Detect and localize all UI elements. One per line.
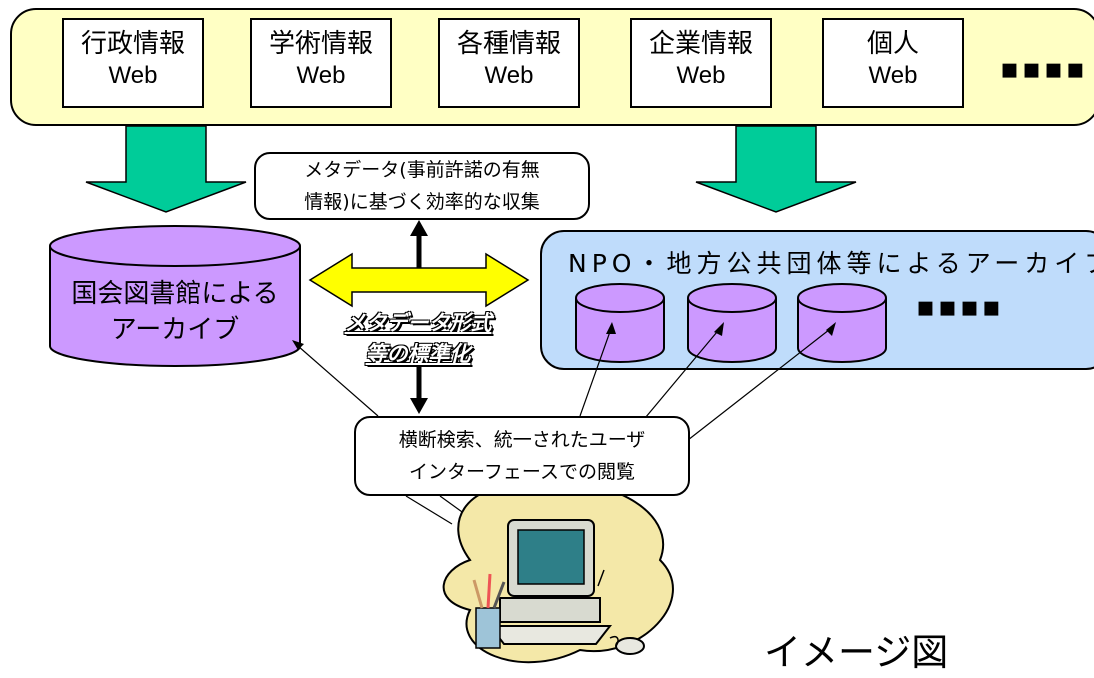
npo-archive-cylinder-1 — [575, 283, 665, 363]
metadata-callout-line2: 情報)に基づく効率的な収集 — [304, 191, 540, 213]
source-sub: Web — [108, 62, 158, 89]
more-sources-ellipsis: ▪▪▪▪ — [1000, 52, 1088, 85]
standardization-label: メタデータ形式 等の標準化 — [320, 308, 516, 370]
standardization-double-arrow — [308, 252, 530, 308]
search-callout-line2: インターフェースでの閲覧 — [409, 461, 635, 483]
ndl-archive-cylinder — [49, 225, 301, 367]
source-box-government: 行政情報 Web — [62, 18, 204, 108]
search-down-arrow — [410, 366, 428, 414]
metadata-collection-callout: メタデータ(事前許諾の有無 情報)に基づく効率的な収集 — [254, 152, 590, 220]
source-sub: Web — [676, 62, 726, 89]
npo-archive-cylinder-2 — [687, 283, 777, 363]
npo-archive-cylinder-3 — [797, 283, 887, 363]
source-name: 個人 — [866, 29, 919, 59]
cross-search-callout: 横断検索、統一されたユーザ インターフェースでの閲覧 — [354, 416, 690, 496]
source-box-various: 各種情報 Web — [438, 18, 580, 108]
source-box-academic: 学術情報 Web — [250, 18, 392, 108]
standardization-line1: メタデータ形式 — [344, 311, 492, 335]
source-name: 企業情報 — [648, 29, 753, 59]
ndl-archive-label-line2: アーカイブ — [110, 315, 240, 345]
collect-arrow-right — [695, 125, 857, 213]
computer-user-clipart — [442, 481, 674, 664]
source-name: 学術情報 — [268, 29, 373, 59]
ndl-archive-label-line1: 国会図書館による — [71, 279, 279, 309]
source-box-corporate: 企業情報 Web — [630, 18, 772, 108]
source-name: 各種情報 — [456, 29, 561, 59]
source-name: 行政情報 — [80, 29, 185, 59]
npo-archive-title: NPO・地方公共団体等によるアーカイブ — [568, 249, 1094, 278]
search-callout-line1: 横断検索、統一されたユーザ — [398, 429, 646, 451]
source-sub: Web — [296, 62, 346, 89]
more-archives-ellipsis: ▪▪▪▪ — [916, 290, 1004, 323]
source-sub: Web — [484, 62, 534, 89]
image-caption: イメージ図 — [764, 631, 949, 674]
source-sub: Web — [868, 62, 918, 89]
metadata-callout-line1: メタデータ(事前許諾の有無 — [304, 159, 540, 181]
source-box-personal: 個人 Web — [822, 18, 964, 108]
standardization-line2: 等の標準化 — [365, 342, 471, 366]
collect-arrow-left — [85, 125, 247, 213]
ndl-archive-label: 国会図書館による アーカイブ — [50, 276, 300, 348]
metadata-up-arrow — [410, 220, 428, 268]
